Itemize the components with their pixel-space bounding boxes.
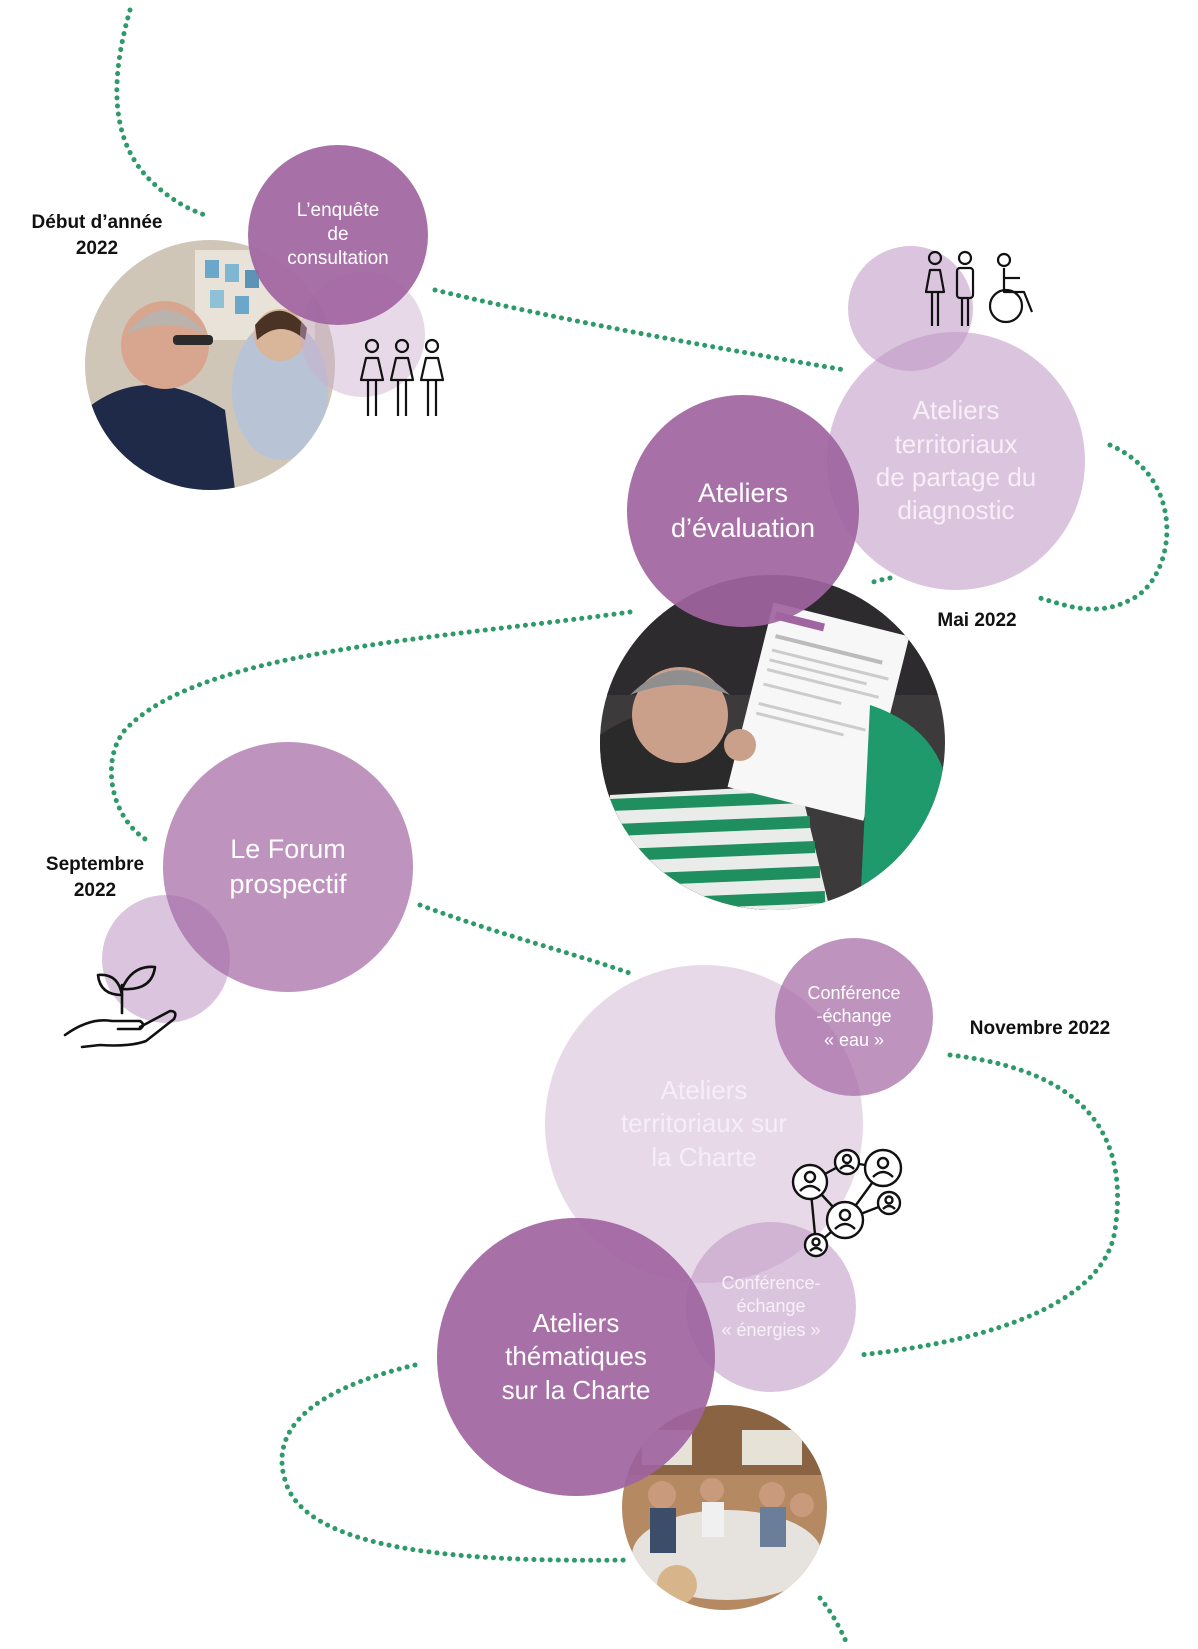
date-novembre-2022: Novembre 2022 [969, 1018, 1111, 1039]
bubble-evaluation-label: Ateliers d’évaluation [670, 478, 816, 543]
bubble-conf-eau-label: Conférence -échange « eau » [807, 983, 901, 1050]
bubble-enquete-label: L’enquête de consultation [287, 199, 389, 270]
plant-in-hand-icon [63, 965, 177, 1049]
date-mai-2022: Mai 2022 [937, 610, 1017, 631]
date-debut-annee-2022: Début d’année 2022 [31, 212, 163, 259]
bubble-conference-eau: Conférence -échange « eau » [775, 938, 933, 1096]
bubble-enquete-consultation: L’enquête de consultation [248, 145, 428, 325]
accessibility-people-icon [924, 250, 1034, 326]
bubble-charte-territoriaux-label: Ateliers territoriaux sur la Charte [620, 1075, 788, 1172]
bubble-forum-prospectif: Le Forum prospectif [163, 742, 413, 992]
bubble-ateliers-thematiques-charte: Ateliers thématiques sur la Charte [437, 1218, 715, 1496]
photo-evaluation-reading [600, 575, 945, 910]
photo-evaluation-reading-image [600, 575, 945, 910]
bubble-ateliers-evaluation: Ateliers d’évaluation [627, 395, 859, 627]
network-people-icon [791, 1148, 903, 1258]
people-group-icon [359, 338, 445, 416]
bubble-thematiques-label: Ateliers thématiques sur la Charte [501, 1308, 651, 1405]
bubble-partage-label: Ateliers territoriaux de partage du diag… [875, 395, 1037, 526]
bubble-ateliers-partage-diagnostic: Ateliers territoriaux de partage du diag… [827, 332, 1085, 590]
bubble-conf-energies-label: Conférence- échange « énergies » [721, 1273, 821, 1340]
date-septembre-2022: Septembre 2022 [45, 854, 145, 901]
bubble-forum-label: Le Forum prospectif [229, 834, 347, 899]
